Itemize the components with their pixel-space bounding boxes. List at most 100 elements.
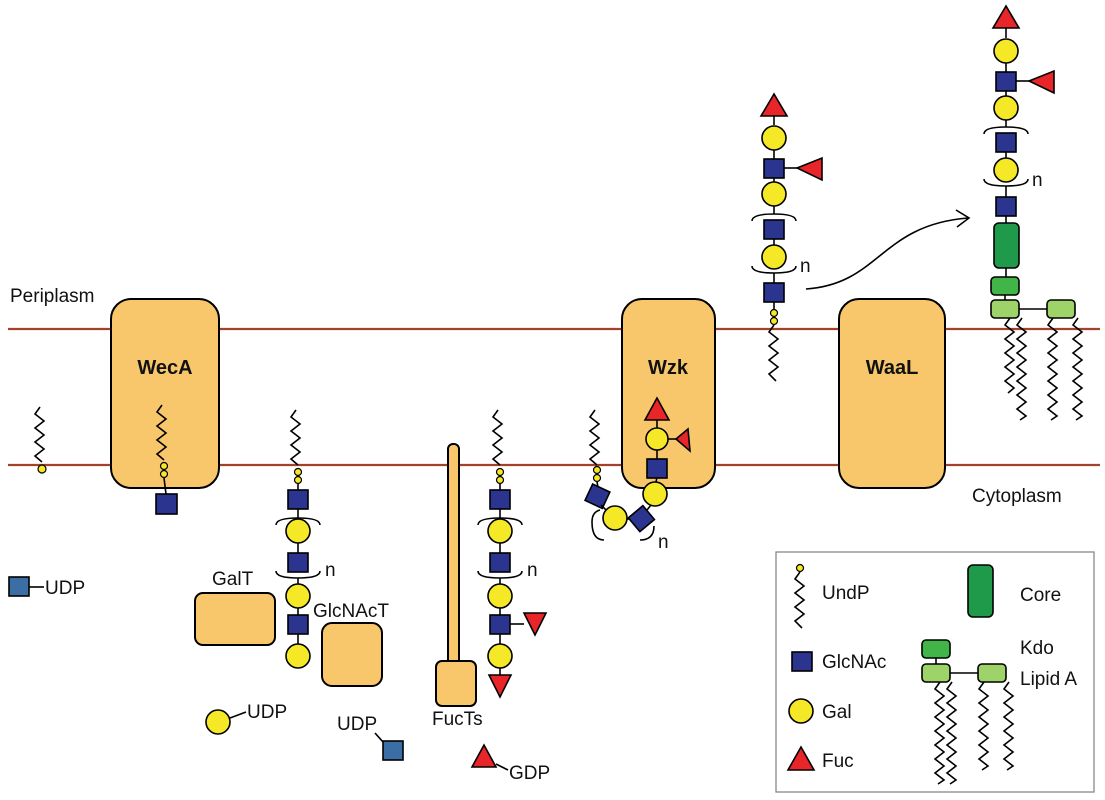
ligation-arrow — [805, 209, 971, 290]
gal-icon — [487, 583, 513, 609]
gal-icon — [761, 181, 787, 207]
legend-core-icon — [967, 564, 994, 618]
galt-label: GalT — [212, 569, 254, 590]
repeat-bracket-left — [591, 509, 605, 541]
repeat-bracket-right — [639, 525, 655, 541]
fuc-icon — [470, 743, 498, 768]
gal-icon — [761, 244, 787, 270]
wzk-translocated-chain: n — [583, 396, 691, 553]
gal-icon — [993, 38, 1019, 64]
udp-glcnac-donor-2: UDP — [337, 714, 404, 761]
gal-icon — [642, 481, 668, 507]
repeat-n-label: n — [325, 560, 336, 581]
kdo-icon — [990, 276, 1020, 296]
legend-undp-label: UndP — [822, 583, 870, 604]
lipid-a-glcn-icon — [1046, 299, 1076, 319]
repeat-n-label: n — [527, 560, 538, 581]
glcnac-icon — [995, 132, 1017, 153]
glcnact-enzyme — [321, 622, 383, 687]
wzk-label: Wzk — [648, 357, 689, 379]
glcnac-icon — [8, 576, 30, 597]
lps-molecule: n — [983, 4, 1084, 421]
gal-icon — [487, 643, 513, 669]
undp-phosphate-icon — [37, 464, 47, 474]
glcnac-icon — [155, 493, 178, 515]
legend-fuc-icon — [786, 745, 816, 771]
udp-label: UDP — [45, 578, 85, 599]
gal-icon — [993, 95, 1019, 121]
lipid-a-glcn-icon — [990, 299, 1020, 319]
repeat-n-label: n — [1032, 170, 1043, 191]
udp-label: UDP — [337, 714, 377, 735]
glcnac-icon — [763, 158, 785, 179]
gdp-fuc-donor: GDP — [470, 743, 550, 784]
waal-enzyme — [838, 298, 946, 489]
legend-fuc-label: Fuc — [822, 751, 854, 772]
glcnac-icon — [287, 614, 309, 635]
glcnac-icon — [382, 740, 404, 761]
repeat-n-label: n — [800, 256, 811, 277]
glcnac-icon — [489, 489, 511, 510]
repeat-bracket-top — [477, 517, 523, 526]
fuc-icon — [522, 612, 548, 637]
gal-icon — [285, 583, 311, 609]
core-oligosaccharide-icon — [993, 222, 1020, 269]
fuc-icon — [759, 92, 789, 117]
glcnac-icon — [763, 219, 785, 240]
legend-gal-label: Gal — [822, 702, 852, 723]
glcnac-icon — [627, 504, 656, 533]
gal-icon — [993, 157, 1019, 183]
glcnac-icon — [646, 458, 668, 479]
wzk-enzyme — [621, 298, 716, 489]
waal-label: WaaL — [866, 357, 919, 379]
udp-glcnac-donor: UDP — [8, 576, 85, 599]
legend-kdo-label: Kdo — [1020, 638, 1054, 659]
glcnac-icon — [995, 71, 1017, 92]
legend-lipid-a-icon — [921, 663, 951, 683]
fuc-icon — [795, 156, 823, 182]
fucts-label: FucTs — [432, 709, 483, 730]
glcnac-icon — [287, 552, 309, 573]
legend-core-label: Core — [1020, 585, 1061, 606]
gal-icon — [487, 518, 513, 544]
legend: UndP GlcNAc Gal Fuc Core Kdo Lipid A — [775, 551, 1095, 793]
glcnac-icon — [489, 552, 511, 573]
udp-label: UDP — [247, 702, 287, 723]
glcnac-icon — [763, 282, 785, 303]
gal-icon — [205, 709, 231, 735]
gdp-label: GDP — [509, 763, 550, 784]
glcnac-icon — [489, 614, 511, 635]
udp-gal-donor: UDP — [205, 702, 287, 735]
gal-icon — [645, 427, 669, 451]
free-undp-carrier — [33, 406, 47, 474]
fuc-icon — [643, 396, 671, 421]
repeat-n-label: n — [658, 532, 669, 553]
undp-lipid-icon — [793, 571, 806, 629]
repeat-bracket-top — [983, 126, 1029, 135]
glcnac-icon — [583, 482, 611, 510]
legend-kdo-icon — [921, 639, 951, 659]
undpp-fucosylated-chain: n — [477, 409, 548, 699]
glcnact-label: GlcNAcT — [313, 601, 389, 622]
legend-glcnac-icon — [791, 651, 813, 672]
periplasm-label: Periplasm — [10, 286, 94, 307]
fucts-enzyme — [435, 443, 477, 707]
galt-enzyme — [194, 592, 276, 646]
legend-gal-icon — [788, 698, 814, 724]
fuc-icon — [487, 674, 513, 699]
glcnac-icon — [995, 196, 1017, 217]
legend-glcnac-label: GlcNAc — [822, 652, 886, 673]
repeat-bracket-top — [275, 517, 321, 526]
gal-icon — [602, 505, 628, 531]
undp-phosphate-icon — [795, 563, 805, 573]
gal-icon — [285, 643, 311, 669]
glcnac-icon — [287, 489, 309, 510]
undpp-glcnac-intermediate — [155, 404, 178, 515]
fuc-icon — [674, 427, 691, 453]
gal-icon — [761, 125, 787, 151]
undpp-o-antigen-periplasm: n — [751, 92, 823, 382]
legend-lipid-a-icon — [977, 663, 1007, 683]
fuc-icon — [991, 4, 1021, 29]
cytoplasm-label: Cytoplasm — [972, 486, 1062, 507]
